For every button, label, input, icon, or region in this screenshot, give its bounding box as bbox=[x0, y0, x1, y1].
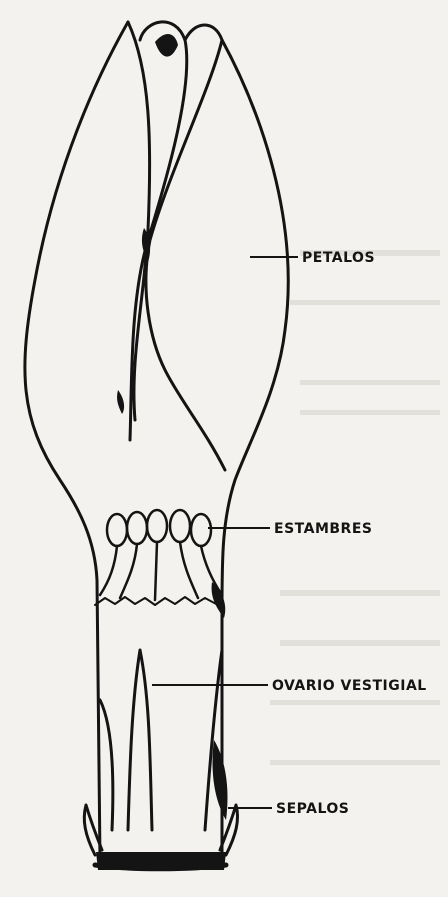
stamen-anther bbox=[127, 512, 147, 544]
right-petal-outline bbox=[185, 25, 288, 860]
receptacle-left bbox=[100, 700, 113, 830]
ovary-rim bbox=[95, 597, 218, 605]
label-sepals: SEPALOS bbox=[276, 801, 349, 817]
right-petal-inner bbox=[146, 40, 225, 470]
ink-shading bbox=[96, 34, 228, 870]
stamen-anther bbox=[147, 510, 167, 542]
left-petal-outline bbox=[25, 22, 128, 860]
stamen-filament bbox=[120, 544, 137, 598]
stamen-filament bbox=[155, 542, 157, 600]
label-stamens: ESTAMBRES bbox=[274, 521, 372, 537]
stamen-filament bbox=[201, 546, 222, 595]
stamens-group bbox=[100, 510, 222, 600]
label-ovary-vestigial: OVARIO VESTIGIAL bbox=[272, 678, 427, 694]
label-petals: PETALOS bbox=[302, 250, 375, 266]
stamen-anther bbox=[107, 514, 127, 546]
ovary-vestigial bbox=[128, 650, 152, 830]
stamen-anther bbox=[170, 510, 190, 542]
stamen-anther bbox=[191, 514, 211, 546]
stamen-filament bbox=[180, 542, 198, 598]
stamen-filament bbox=[100, 546, 117, 595]
flower-drawing bbox=[25, 22, 288, 869]
